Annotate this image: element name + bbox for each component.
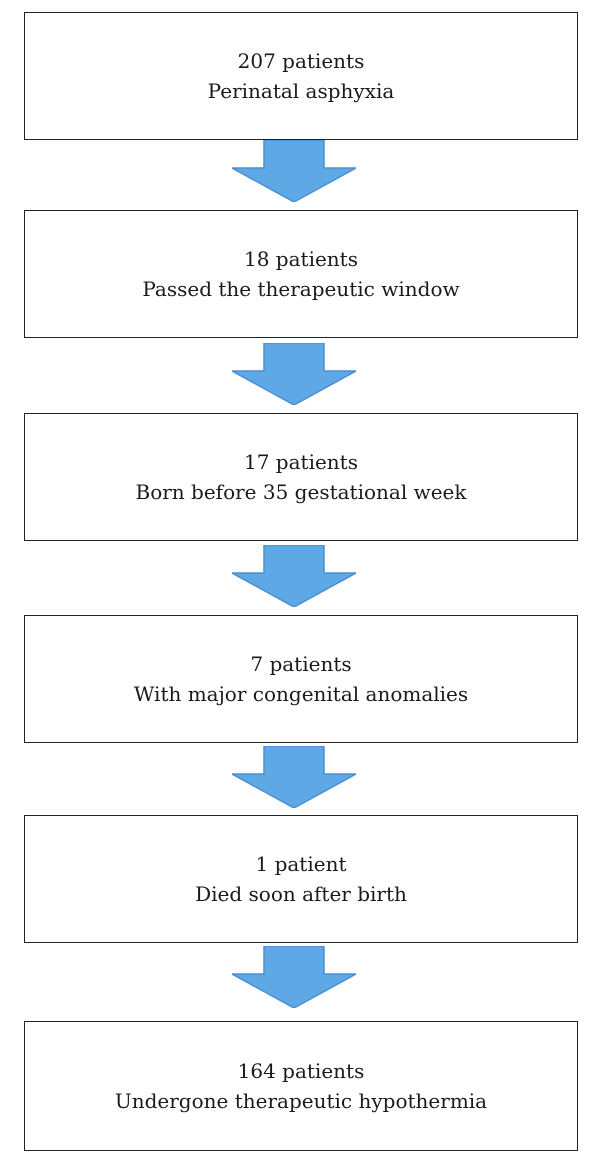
step-label: Passed the therapeutic window xyxy=(142,277,460,301)
step-label: Undergone therapeutic hypothermia xyxy=(114,1089,488,1113)
step-count: 7 patients xyxy=(250,652,352,676)
step-box-congenital-anomalies: 7 patients With major congenital anomali… xyxy=(24,615,578,743)
down-arrow-icon xyxy=(232,343,356,405)
step-label: Born before 35 gestational week xyxy=(135,480,467,504)
down-arrow-icon xyxy=(232,140,356,202)
down-arrow-icon xyxy=(232,946,356,1008)
step-count: 164 patients xyxy=(237,1059,365,1083)
step-count: 18 patients xyxy=(244,247,358,271)
down-arrow-icon xyxy=(232,746,356,808)
step-box-therapeutic-hypothermia: 164 patients Undergone therapeutic hypot… xyxy=(24,1021,578,1151)
step-label: Died soon after birth xyxy=(195,882,407,906)
step-box-perinatal-asphyxia: 207 patients Perinatal asphyxia xyxy=(24,12,578,140)
step-box-died-soon-after-birth: 1 patient Died soon after birth xyxy=(24,815,578,943)
step-label: Perinatal asphyxia xyxy=(207,79,395,103)
step-box-born-before-35-weeks: 17 patients Born before 35 gestational w… xyxy=(24,413,578,541)
step-count: 1 patient xyxy=(255,852,347,876)
step-label: With major congenital anomalies xyxy=(133,682,469,706)
down-arrow-icon xyxy=(232,545,356,607)
step-count: 17 patients xyxy=(244,450,358,474)
step-count: 207 patients xyxy=(237,49,365,73)
step-box-passed-therapeutic-window: 18 patients Passed the therapeutic windo… xyxy=(24,210,578,338)
